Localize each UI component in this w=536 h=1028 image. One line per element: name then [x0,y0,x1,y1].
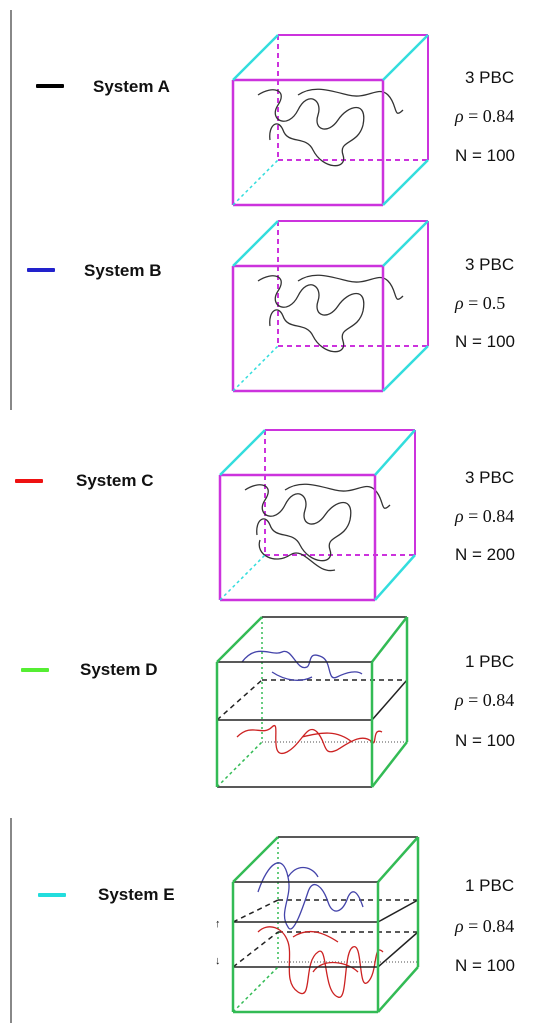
pbc-label: 3 PBC [465,68,515,87]
rho-equals: = [463,690,483,710]
polymer-chain [257,88,404,167]
system-d-params: 1 PBC ρ = 0.84 N = 100 [455,652,535,762]
rho-value: 0.84 [482,106,515,126]
rho-symbol: ρ [455,506,464,526]
polymer-chain-blue [241,650,363,681]
n-label: N = 100 [455,731,516,750]
system-d-panel: System D 1 PBC ρ = 0.84 [0,610,536,795]
rho-value: 0.84 [482,690,515,710]
rho-value: 0.5 [482,293,506,313]
rho-equals: = [463,506,483,526]
system-a-box-diagram [231,34,429,207]
system-a-params: 3 PBC ρ = 0.84 N = 100 [455,68,535,178]
rho-symbol: ρ [455,690,464,710]
system-e-params: 1 PBC ρ = 0.84 N = 100 [455,876,535,986]
n-label: N = 100 [455,146,516,165]
density-label: ρ = 0.84 [455,916,514,937]
system-c-panel: System C 3 PBC ρ = 0.84 N = 200 [0,415,536,610]
system-a-panel: System A 3 PBC ρ = 0.84 N = 100 [0,0,536,215]
polymer-chain-red [257,926,384,998]
polymer-chain [257,274,404,353]
system-b-swatch [27,268,55,272]
divider-bar-bottom [10,818,12,1023]
polymer-chain-blue [257,862,364,930]
pbc-label: 3 PBC [465,255,515,274]
system-b-params: 3 PBC ρ = 0.5 N = 100 [455,255,535,365]
system-b-box-diagram [231,220,429,393]
system-e-panel: System E ↑ ↓ [0,810,536,1025]
n-label: N = 200 [455,545,516,564]
system-e-swatch [38,893,66,897]
system-a-swatch [36,84,64,88]
system-c-params: 3 PBC ρ = 0.84 N = 200 [455,468,535,578]
pbc-label: 1 PBC [465,652,515,671]
system-d-label: System D [80,660,158,679]
divider-bar-top [10,10,12,410]
n-label: N = 100 [455,332,516,351]
system-c-label: System C [76,471,154,490]
system-d-box-diagram [215,616,409,788]
pbc-label: 3 PBC [465,468,515,487]
pbc-label: 1 PBC [465,876,515,895]
rho-equals: = [463,293,483,313]
system-e-label: System E [98,885,175,904]
polymer-chain-red [236,724,383,755]
rho-symbol: ρ [455,106,464,126]
n-label: N = 100 [455,956,516,975]
density-label: ρ = 0.84 [455,506,514,527]
polymer-chain [244,483,391,572]
front-faces [231,34,429,207]
system-e-box-diagram [231,836,420,1014]
rho-value: 0.84 [482,916,515,936]
system-c-swatch [15,479,43,483]
system-a-label: System A [93,77,170,96]
rho-value: 0.84 [482,506,515,526]
system-d-swatch [21,668,49,672]
density-label: ρ = 0.84 [455,106,514,127]
density-label: ρ = 0.5 [455,293,505,314]
rho-symbol: ρ [455,916,464,936]
rho-equals: = [463,916,483,936]
system-c-box-diagram [218,429,416,602]
rho-equals: = [463,106,483,126]
arrow-up-icon: ↑ [215,918,221,930]
arrow-down-icon: ↓ [215,955,221,967]
back-faces [277,34,429,161]
rho-symbol: ρ [455,293,464,313]
system-b-panel: System B 3 PBC ρ = 0.5 N = 100 [0,215,536,415]
system-b-label: System B [84,261,162,280]
density-label: ρ = 0.84 [455,690,514,711]
